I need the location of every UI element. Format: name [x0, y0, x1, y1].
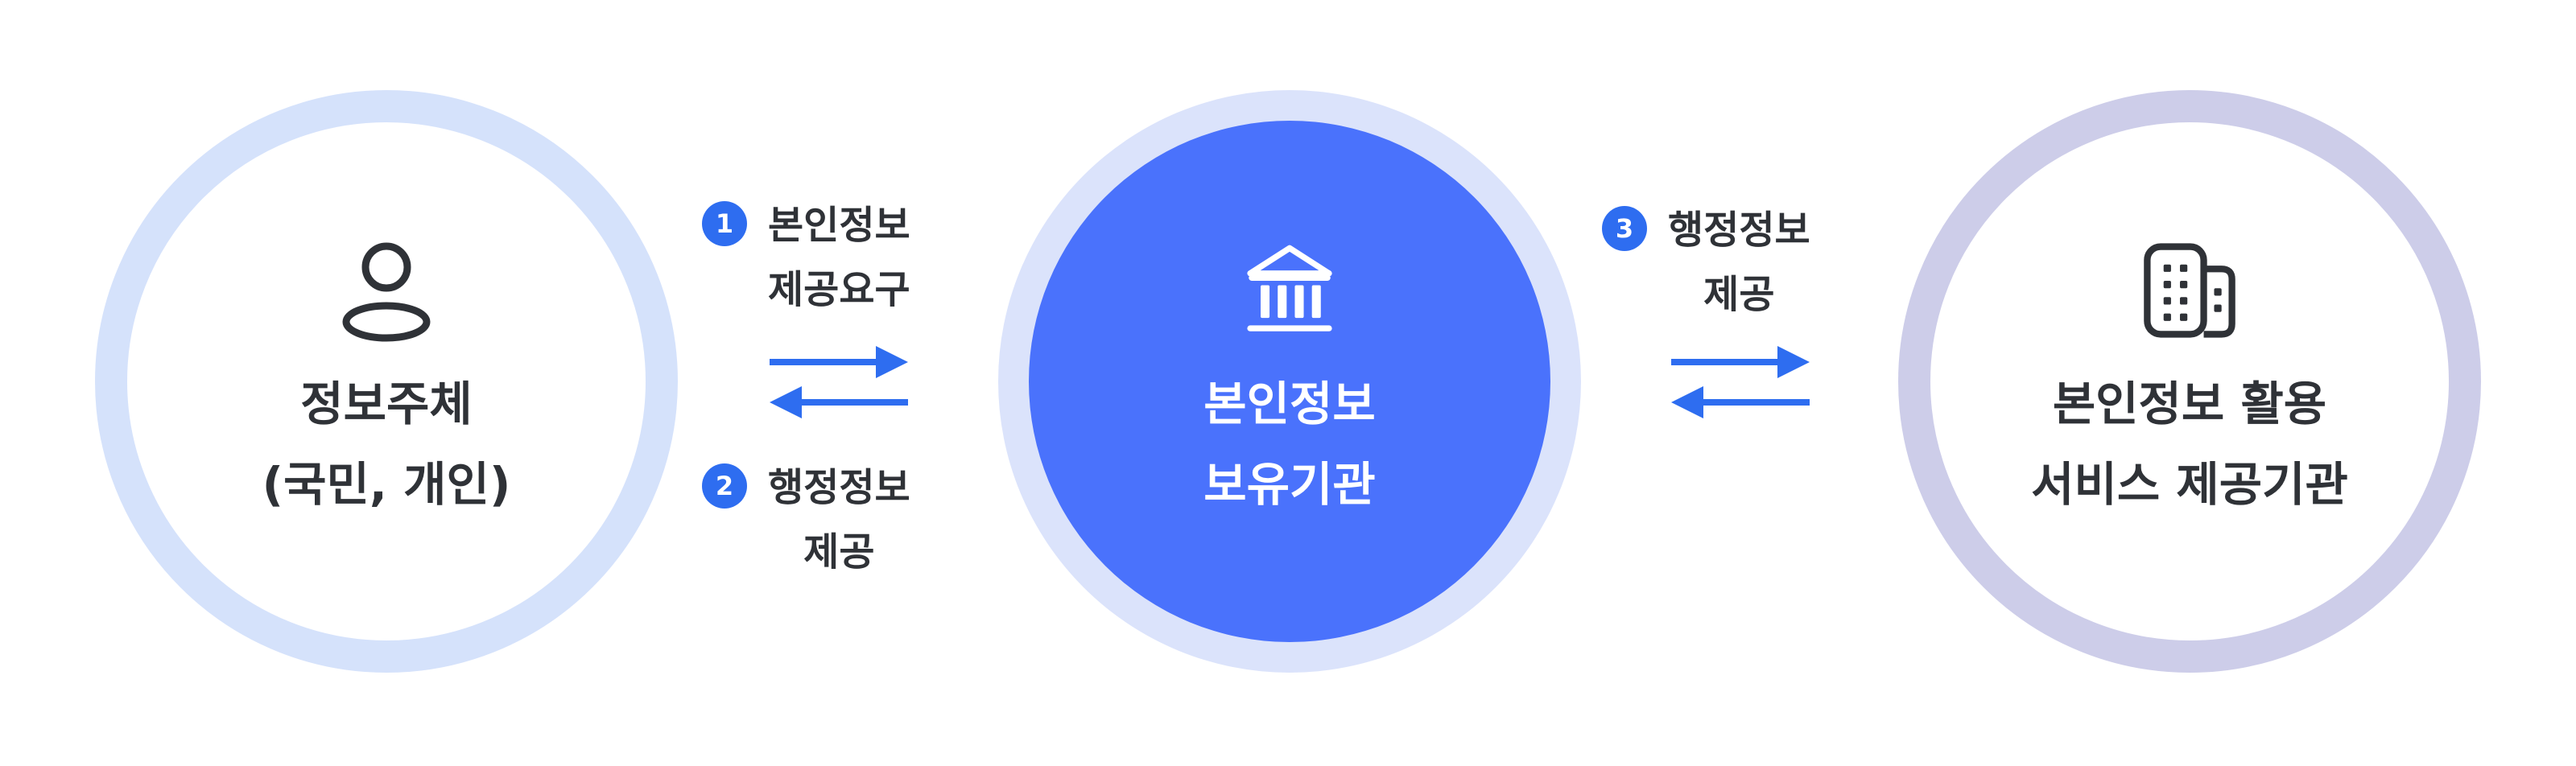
step-3-line1: 행정정보	[1668, 208, 1810, 253]
exchange-arrows-icon-right	[1671, 346, 1810, 418]
node-service-line1: 본인정보 활용	[2052, 377, 2327, 431]
step-1-line2: 제공요구	[768, 267, 910, 312]
step-2-badge: 2	[702, 463, 747, 509]
exchange-arrows-icon	[770, 346, 908, 418]
step-3-label: 행정정보 제공	[1668, 198, 1810, 327]
node-subject-label: 정보주체 (국민, 개인)	[262, 364, 511, 525]
step-3: 3 행정정보 제공	[1602, 198, 1810, 327]
node-holder: 본인정보 보유기관	[1029, 121, 1550, 642]
step-3-badge: 3	[1602, 206, 1647, 251]
node-holder-line2: 보유기관	[1203, 457, 1376, 512]
node-service-label: 본인정보 활용 서비스 제공기관	[2031, 364, 2348, 525]
step-1-line1: 본인정보	[768, 203, 910, 248]
node-holder-line1: 본인정보	[1203, 377, 1376, 431]
step-2-label: 행정정보 제공	[768, 455, 910, 584]
step-3-line2: 제공	[1703, 272, 1775, 317]
step-2-line2: 제공	[803, 529, 875, 574]
person-icon	[342, 242, 431, 342]
step-1: 1 본인정보 제공요구	[702, 193, 910, 322]
institution-icon	[1247, 245, 1332, 332]
node-holder-label: 본인정보 보유기관	[1203, 364, 1375, 525]
node-service: 본인정보 활용 서비스 제공기관	[1898, 90, 2481, 673]
step-1-badge: 1	[702, 201, 747, 246]
step-2-line1: 행정정보	[768, 465, 910, 510]
node-subject: 정보주체 (국민, 개인)	[95, 90, 678, 673]
building-icon	[2144, 243, 2235, 338]
node-service-line2: 서비스 제공기관	[2031, 457, 2348, 512]
node-subject-line1: 정보주체	[300, 377, 473, 431]
node-subject-line2: (국민, 개인)	[262, 457, 511, 512]
step-2: 2 행정정보 제공	[702, 455, 910, 584]
step-1-label: 본인정보 제공요구	[768, 193, 910, 322]
